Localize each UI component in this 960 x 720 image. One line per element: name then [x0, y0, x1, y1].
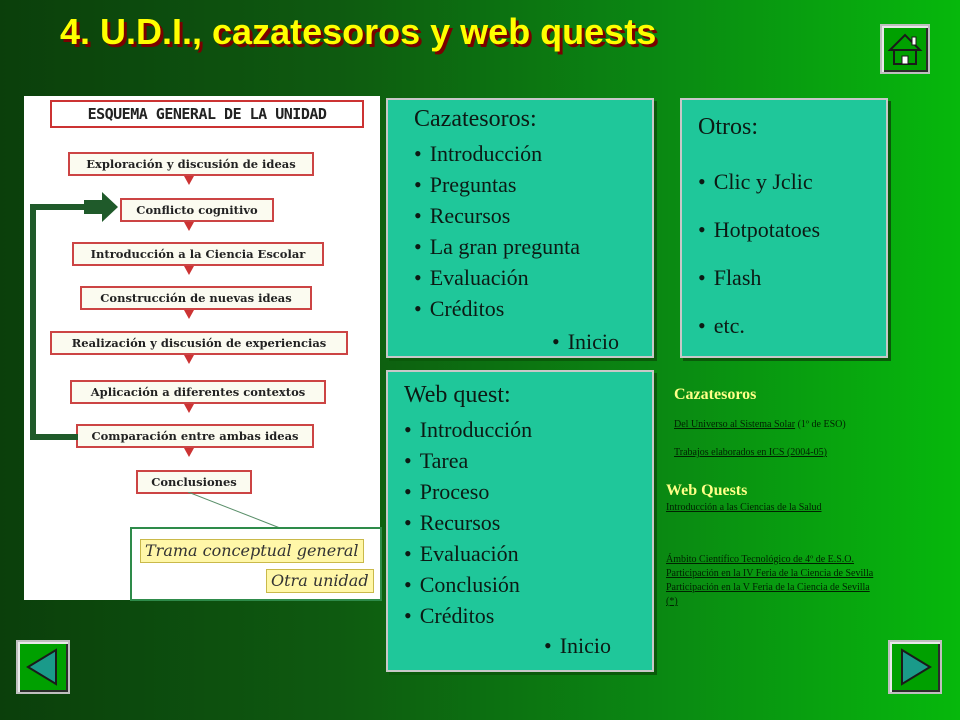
otros-heading: Otros: — [698, 114, 758, 140]
inicio-link[interactable]: Inicio — [552, 326, 619, 357]
list-item: Clic y Jclic — [698, 158, 820, 206]
scheme-step: Comparación entre ambas ideas — [76, 424, 314, 448]
list-item: Tarea — [404, 445, 532, 476]
inicio-link[interactable]: Inicio — [544, 630, 611, 661]
loop-line — [30, 204, 36, 440]
home-button[interactable] — [880, 24, 930, 74]
list-item: Créditos — [404, 600, 532, 631]
link-universo[interactable]: Del Universo al Sistema Solar — [674, 419, 796, 430]
webquest-panel: Web quest: Introducción Tarea Proceso Re… — [386, 370, 654, 672]
list-item: Proceso — [404, 476, 532, 507]
down-arrow-icon — [184, 448, 194, 457]
link-feria-iv[interactable]: Participación en la IV Feria de la Cienc… — [666, 568, 874, 579]
list-item: Preguntas — [414, 169, 580, 200]
previous-button[interactable] — [16, 640, 70, 694]
list-item: Flash — [698, 254, 820, 302]
list-item: Evaluación — [404, 538, 532, 569]
page-title: 4. U.D.I., cazatesoros y web quests — [60, 11, 657, 52]
webquests-links: Web Quests Introducción a las Ciencias d… — [666, 482, 950, 608]
list-item: Créditos — [414, 293, 580, 324]
scheme-title: ESQUEMA GENERAL DE LA UNIDAD — [50, 100, 364, 128]
list-item: Hotpotatoes — [698, 206, 820, 254]
otros-panel: Otros: Clic y Jclic Hotpotatoes Flash et… — [680, 98, 888, 358]
scheme-step: Construcción de nuevas ideas — [80, 286, 312, 310]
cazatesoros-links-heading: Cazatesoros — [674, 386, 757, 403]
loop-arrow-icon — [84, 192, 118, 222]
webquest-heading: Web quest: — [404, 382, 511, 408]
list-item: Recursos — [414, 200, 580, 231]
down-arrow-icon — [184, 404, 194, 413]
list-item: Introducción — [414, 138, 580, 169]
list-item: Recursos — [404, 507, 532, 538]
triangle-left-icon — [26, 648, 57, 686]
down-arrow-icon — [184, 310, 194, 319]
otra-unidad-label: Otra unidad — [266, 569, 374, 593]
cazatesoros-heading: Cazatesoros: — [414, 106, 537, 132]
scheme-step: Introducción a la Ciencia Escolar — [72, 242, 324, 266]
trama-label: Trama conceptual general — [140, 539, 364, 563]
cazatesoros-panel: Cazatesoros: Introducción Preguntas Recu… — [386, 98, 654, 358]
link-ciencias-salud[interactable]: Introducción a las Ciencias de la Salud — [666, 502, 822, 513]
link-ambito-cientifico[interactable]: Ámbito Científico Tecnológico de 4º de E… — [666, 554, 855, 565]
scheme-step: Exploración y discusión de ideas — [68, 152, 314, 176]
unit-scheme-diagram: ESQUEMA GENERAL DE LA UNIDAD Exploración… — [24, 96, 382, 601]
connector-lines — [187, 492, 281, 529]
scheme-step: Conflicto cognitivo — [120, 198, 274, 222]
triangle-right-icon — [901, 648, 932, 686]
list-item: Conclusión — [404, 569, 532, 600]
list-item: La gran pregunta — [414, 231, 580, 262]
loop-line — [30, 434, 78, 440]
loop-line — [30, 204, 88, 210]
list-item: etc. — [698, 302, 820, 350]
scheme-step: Aplicación a diferentes contextos — [70, 380, 326, 404]
concept-box: Trama conceptual general Otra unidad — [130, 527, 382, 601]
grade-note: (1º de ESO) — [795, 419, 846, 430]
webquests-links-heading: Web Quests — [666, 482, 748, 499]
home-icon — [887, 33, 923, 65]
list-item: Introducción — [404, 414, 532, 445]
link-feria-v[interactable]: Participación en la V Feria de la Cienci… — [666, 582, 870, 593]
down-arrow-icon — [184, 355, 194, 364]
link-asterisk[interactable]: (*) — [666, 596, 678, 607]
scheme-step: Realización y discusión de experiencias — [50, 331, 348, 355]
link-trabajos-ics[interactable]: Trabajos elaborados en ICS (2004-05) — [674, 447, 827, 458]
next-button[interactable] — [888, 640, 942, 694]
cazatesoros-links: Cazatesoros Del Universo al Sistema Sola… — [674, 386, 944, 460]
scheme-step: Conclusiones — [136, 470, 252, 494]
down-arrow-icon — [184, 222, 194, 231]
down-arrow-icon — [184, 176, 194, 185]
list-item: Evaluación — [414, 262, 580, 293]
down-arrow-icon — [184, 266, 194, 275]
